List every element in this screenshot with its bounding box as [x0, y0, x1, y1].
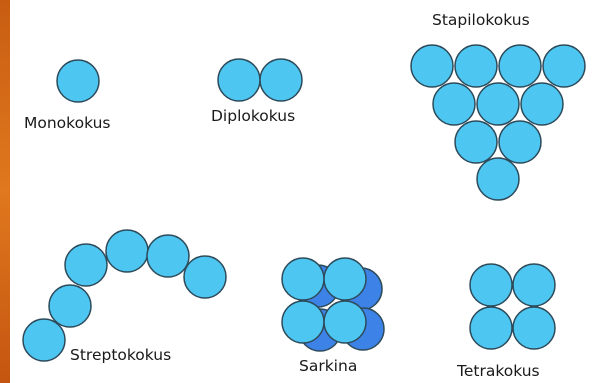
sarkina-front-cell	[324, 258, 366, 300]
streptokokus-group	[23, 230, 226, 361]
streptokokus-cell	[65, 244, 107, 286]
tetrakokus-label: Tetrakokus	[457, 362, 540, 380]
tetrakokus-cell	[513, 307, 555, 349]
tetrakokus-cell	[513, 264, 555, 306]
stapilokokus-cell	[455, 121, 497, 163]
sarkina-front-cell	[282, 301, 324, 343]
tetrakokus-cell	[470, 307, 512, 349]
tetrakokus-group	[470, 264, 555, 349]
streptokokus-cell	[147, 235, 189, 277]
monokokus-cell	[57, 60, 99, 102]
streptokokus-cell	[49, 285, 91, 327]
monokokus-group	[57, 60, 99, 102]
stapilokokus-group	[411, 45, 585, 200]
stapilokokus-label: Stapilokokus	[432, 11, 530, 29]
stapilokokus-cell	[477, 83, 519, 125]
stapilokokus-cell	[433, 83, 475, 125]
sarkina-front-cell	[282, 258, 324, 300]
monokokus-label: Monokokus	[24, 114, 110, 132]
diplokokus-cell	[218, 59, 260, 101]
tetrakokus-cell	[470, 264, 512, 306]
stapilokokus-cell	[411, 45, 453, 87]
stapilokokus-cell	[477, 158, 519, 200]
stapilokokus-cell	[499, 121, 541, 163]
sarkina-group	[282, 258, 384, 351]
stapilokokus-cell	[455, 45, 497, 87]
stapilokokus-cell	[499, 45, 541, 87]
streptokokus-cell	[106, 230, 148, 272]
stapilokokus-cell	[543, 45, 585, 87]
sarkina-front-cell	[324, 301, 366, 343]
stapilokokus-cell	[521, 83, 563, 125]
diplokokus-group	[218, 59, 302, 101]
diplokokus-cell	[260, 59, 302, 101]
streptokokus-label: Streptokokus	[70, 346, 171, 364]
sarkina-label: Sarkina	[299, 357, 357, 375]
streptokokus-cell	[184, 256, 226, 298]
streptokokus-cell	[23, 319, 65, 361]
diplokokus-label: Diplokokus	[211, 107, 295, 125]
